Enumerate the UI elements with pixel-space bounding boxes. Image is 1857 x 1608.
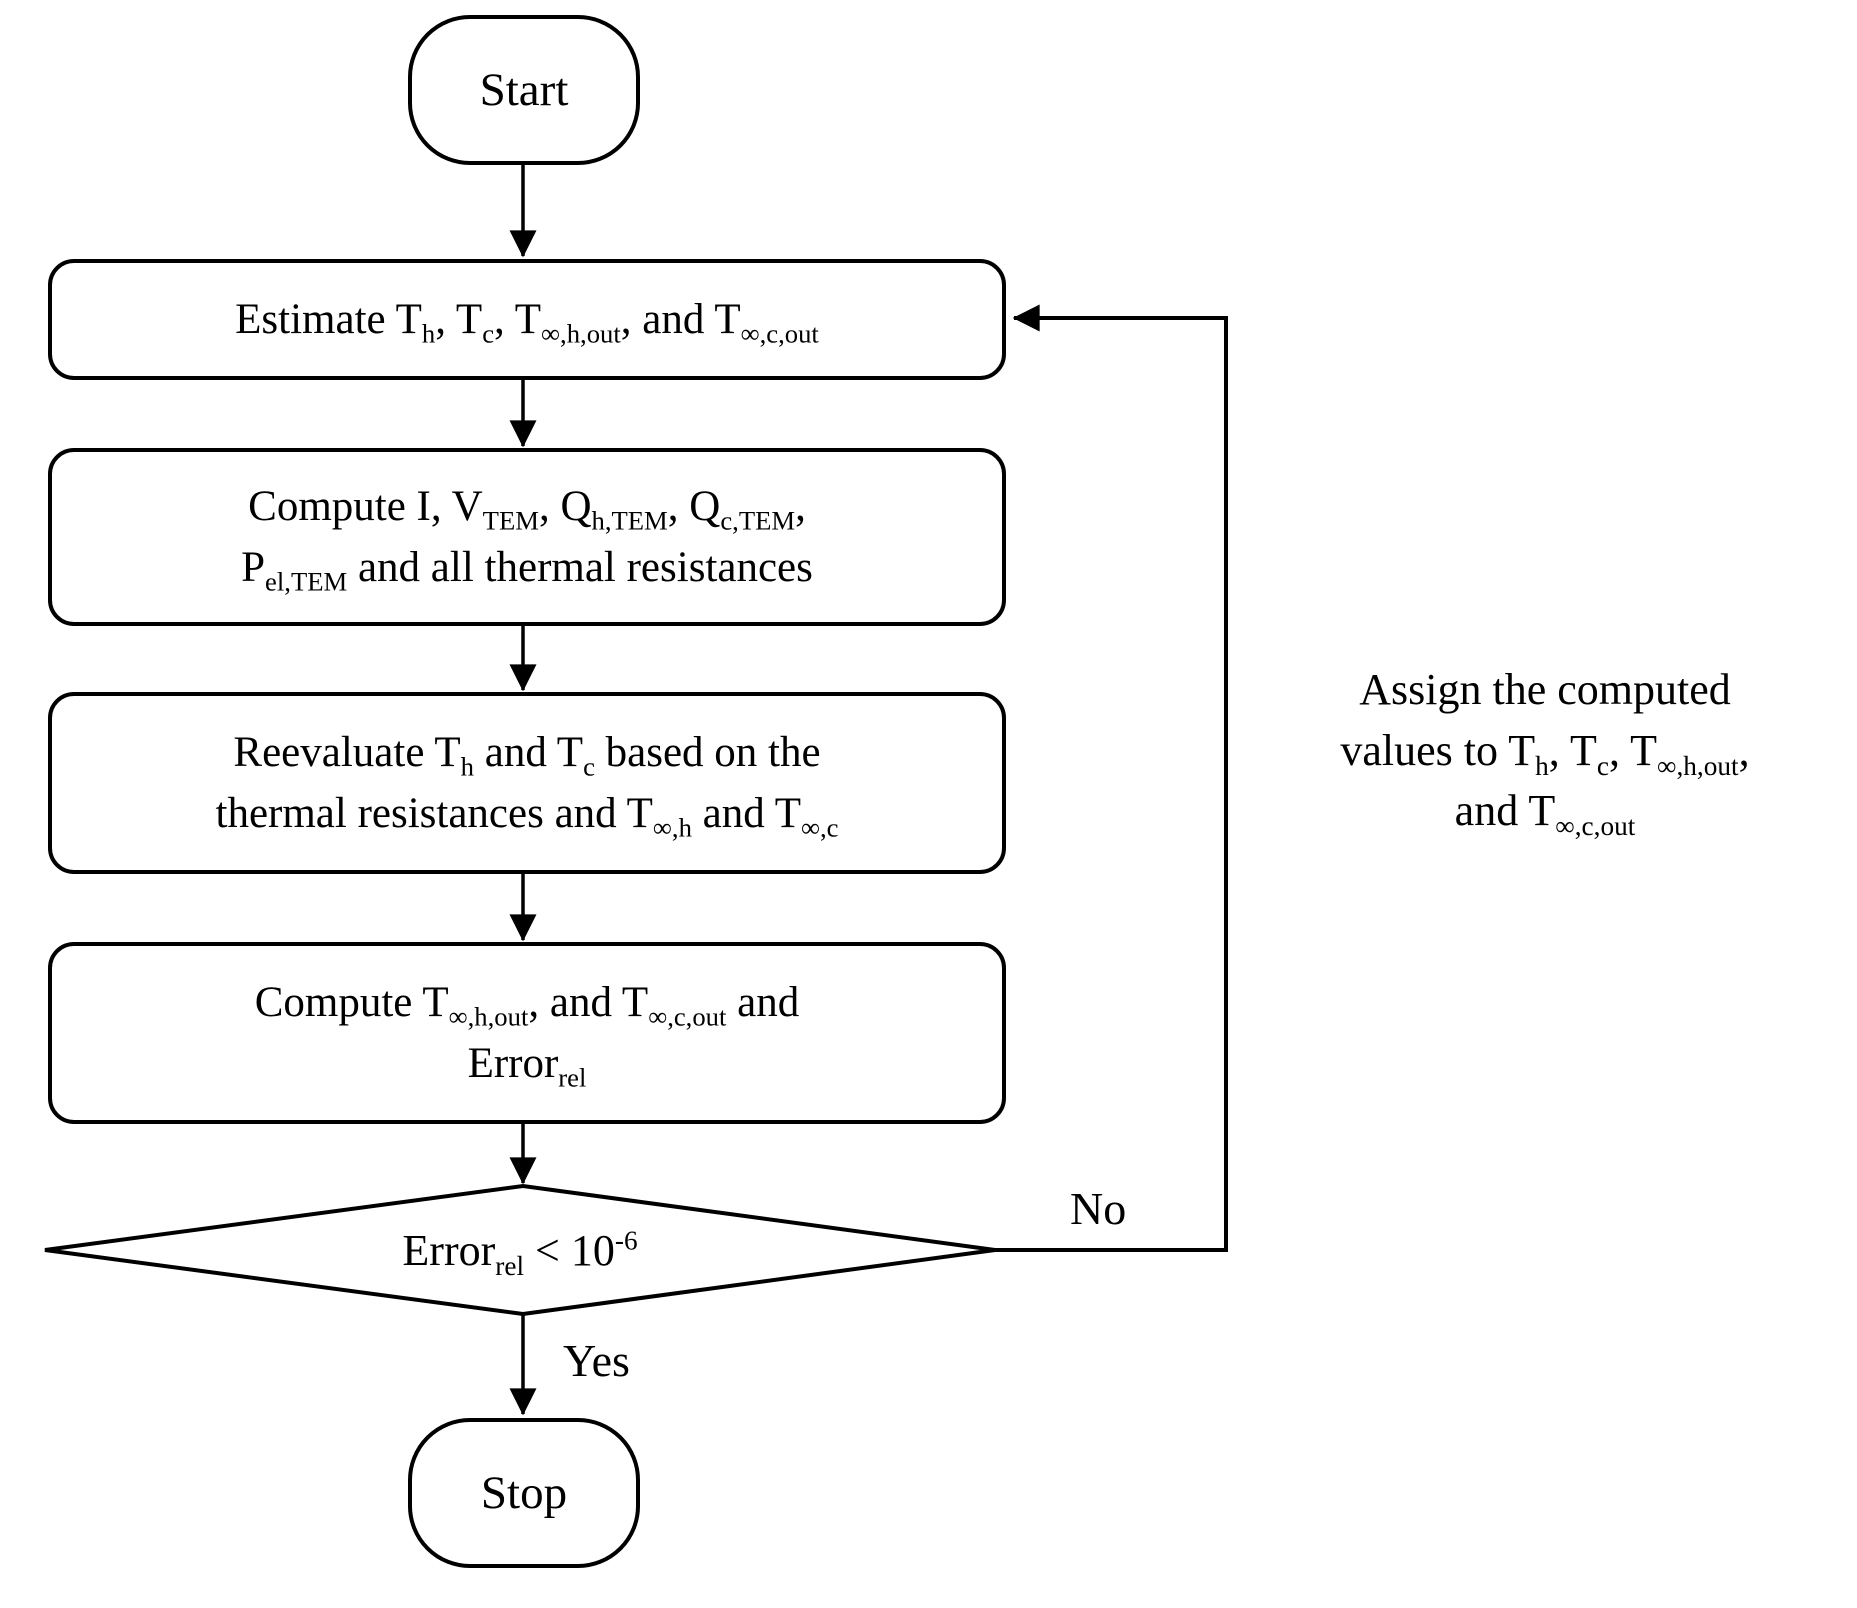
start-label: Start [479,64,569,116]
process-compute-tem-node: Compute I, VTEM, Qh,TEM, Qc,TEM,Pel,TEM … [48,448,1006,626]
feedback-loop-line [995,304,1228,1252]
no-label: No [1070,1183,1127,1234]
yes-label: Yes [563,1335,630,1386]
process-compute-tem-label: Compute I, VTEM, Qh,TEM, Qc,TEM,Pel,TEM … [241,482,813,597]
decision-label: Errorrel < 10-6 [402,1224,638,1281]
stop-node: Stop [408,1418,640,1568]
process-estimate-node: Estimate Th, Tc, T∞,h,out, and T∞,c,out [48,259,1006,380]
process-estimate-label: Estimate Th, Tc, T∞,h,out, and T∞,c,out [235,295,819,349]
start-node: Start [408,15,640,165]
decision-diamond-shape [44,1183,996,1317]
stop-label: Stop [480,1467,568,1519]
decision-node: Errorrel < 10-6 [170,1198,870,1302]
